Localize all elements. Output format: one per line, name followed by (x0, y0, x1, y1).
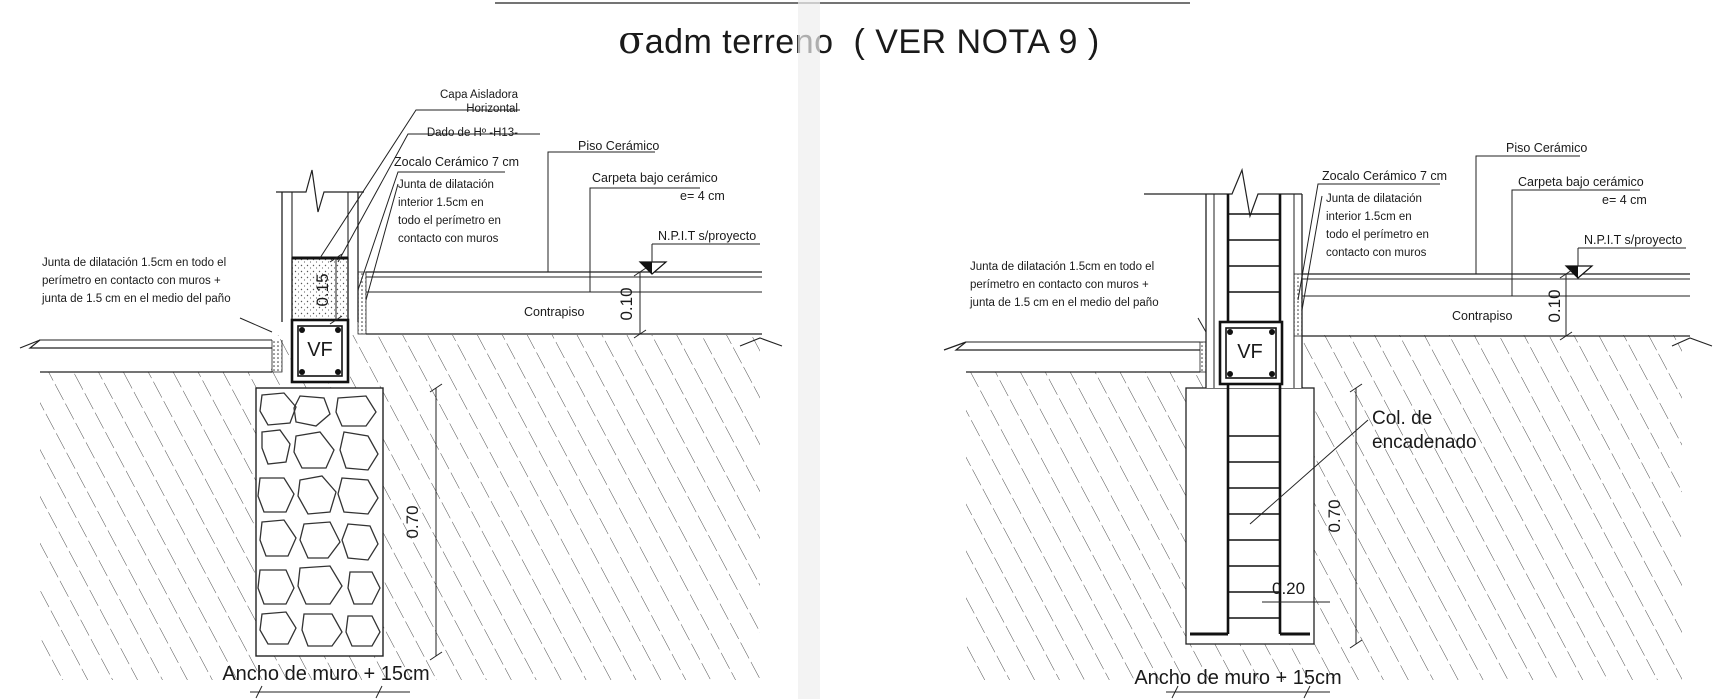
label-junta-exterior-2: perímetro en contacto con muros + (42, 275, 221, 287)
leader-lines-left (239, 109, 700, 333)
soil-hatch-right (966, 335, 1682, 680)
vf-label-left: VF (307, 339, 333, 361)
label-npit-right: N.P.I.T s/proyecto (1584, 233, 1682, 247)
sigma-symbol: σ (618, 18, 645, 62)
label-ancho-right: Ancho de muro + 15cm (1134, 667, 1341, 689)
label-capa-aisladora: Capa Aisladora (440, 89, 519, 101)
label-capa-horizontal: Horizontal (466, 103, 518, 115)
label-dado: Dado de Hº -H13- (427, 127, 518, 139)
label-junta-exterior-1-right: Junta de dilatación 1.5cm en todo el (970, 261, 1154, 273)
label-junta-interior-4: contacto con muros (398, 233, 499, 245)
wall-break-mark-right (1144, 167, 1302, 219)
dimension-lines-right (1166, 269, 1573, 699)
soil-hatch-left (40, 335, 760, 680)
label-col-encadenado-1: Col. de (1372, 408, 1432, 429)
stone-pattern (257, 392, 381, 647)
vf-label-right: VF (1237, 341, 1263, 363)
label-junta-interior-4-right: contacto con muros (1326, 247, 1427, 259)
interior-expansion-joint-left (357, 271, 367, 335)
label-junta-exterior-2-right: perímetro en contacto con muros + (970, 279, 1149, 291)
exterior-expansion-joint-right (1199, 341, 1207, 373)
dimension-lines-left (250, 253, 647, 699)
dim-070-right: 0.70 (1325, 499, 1344, 532)
label-col-encadenado-2: encadenado (1372, 432, 1477, 453)
label-carpeta-espesor-right: e= 4 cm (1602, 193, 1647, 207)
label-junta-interior-1: Junta de dilatación (398, 179, 494, 191)
label-piso-ceramico-right: Piso Cerámico (1506, 141, 1587, 155)
label-carpeta-espesor: e= 4 cm (680, 189, 725, 203)
label-junta-interior-2: interior 1.5cm en (398, 197, 484, 209)
label-zocalo-right: Zocalo Cerámico 7 cm (1322, 169, 1447, 183)
label-junta-exterior-3-right: junta de 1.5 cm en el medio del paño (969, 297, 1159, 309)
label-npit: N.P.I.T s/proyecto (658, 229, 756, 243)
label-contrapiso: Contrapiso (524, 305, 584, 319)
label-zocalo: Zocalo Cerámico 7 cm (394, 155, 519, 169)
label-ancho-left: Ancho de muro + 15cm (222, 663, 429, 685)
dim-070-left: 0.70 (403, 505, 422, 538)
label-carpeta: Carpeta bajo cerámico (592, 171, 718, 185)
dim-010-right: 0.10 (1545, 289, 1564, 322)
label-junta-interior-3: todo el perímetro en (398, 215, 501, 227)
paper-fold (798, 0, 820, 699)
label-junta-exterior-1: Junta de dilatación 1.5cm en todo el (42, 257, 226, 269)
dim-010-left: 0.10 (617, 287, 636, 320)
label-junta-interior-1-right: Junta de dilatación (1326, 193, 1422, 205)
dim-015: 0.15 (313, 273, 332, 306)
wall-break-mark-left (276, 169, 364, 213)
exterior-expansion-joint-left (271, 340, 283, 373)
stirrups (1228, 213, 1280, 619)
label-junta-exterior-3: junta de 1.5 cm en el medio del paño (41, 293, 231, 305)
dim-020-right: 0.20 (1272, 579, 1305, 598)
column-foundation-right (1185, 387, 1315, 645)
right-detail: VF (943, 141, 1713, 699)
title-note: ( VER NOTA 9 ) (853, 23, 1100, 61)
leader-lines-right (1197, 155, 1640, 525)
label-carpeta-right: Carpeta bajo cerámico (1518, 175, 1644, 189)
left-detail: VF (19, 89, 783, 699)
label-contrapiso-right: Contrapiso (1452, 309, 1512, 323)
label-piso-ceramico: Piso Cerámico (578, 139, 659, 153)
label-junta-interior-3-right: todo el perímetro en (1326, 229, 1429, 241)
label-junta-interior-2-right: interior 1.5cm en (1326, 211, 1412, 223)
interior-expansion-joint-right (1293, 273, 1303, 337)
